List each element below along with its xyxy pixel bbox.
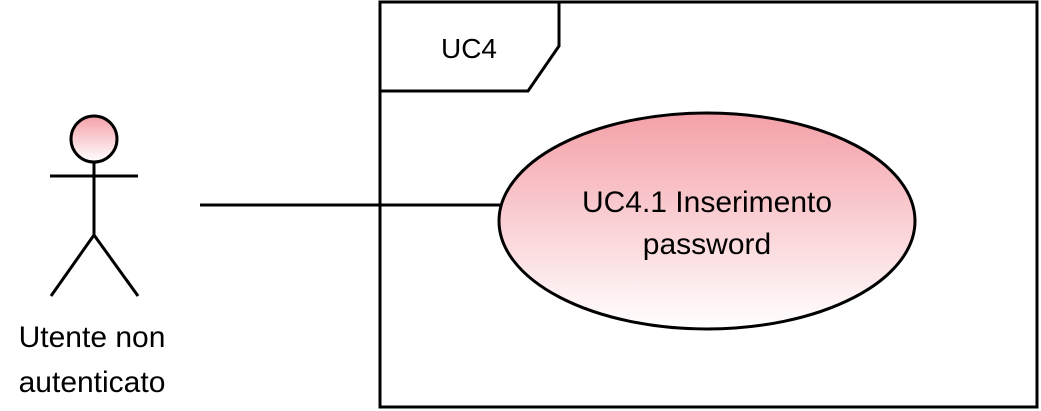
actor-head: [69, 114, 119, 164]
use-case-name-line2: password: [643, 228, 771, 261]
actor: Utente non autenticato: [19, 114, 166, 399]
system-name-tab: [380, 2, 561, 93]
use-case: UC4.1 Inserimento password: [497, 111, 917, 331]
actor-name-line2: autenticato: [19, 366, 166, 399]
use-case-ellipse: [497, 111, 917, 331]
system-name: UC4: [441, 33, 497, 64]
use-case-name-line1: UC4.1 Inserimento: [582, 186, 832, 219]
actor-left-leg: [49, 234, 96, 297]
actor-name-line1: Utente non: [19, 321, 166, 354]
actor-right-leg: [92, 234, 140, 297]
